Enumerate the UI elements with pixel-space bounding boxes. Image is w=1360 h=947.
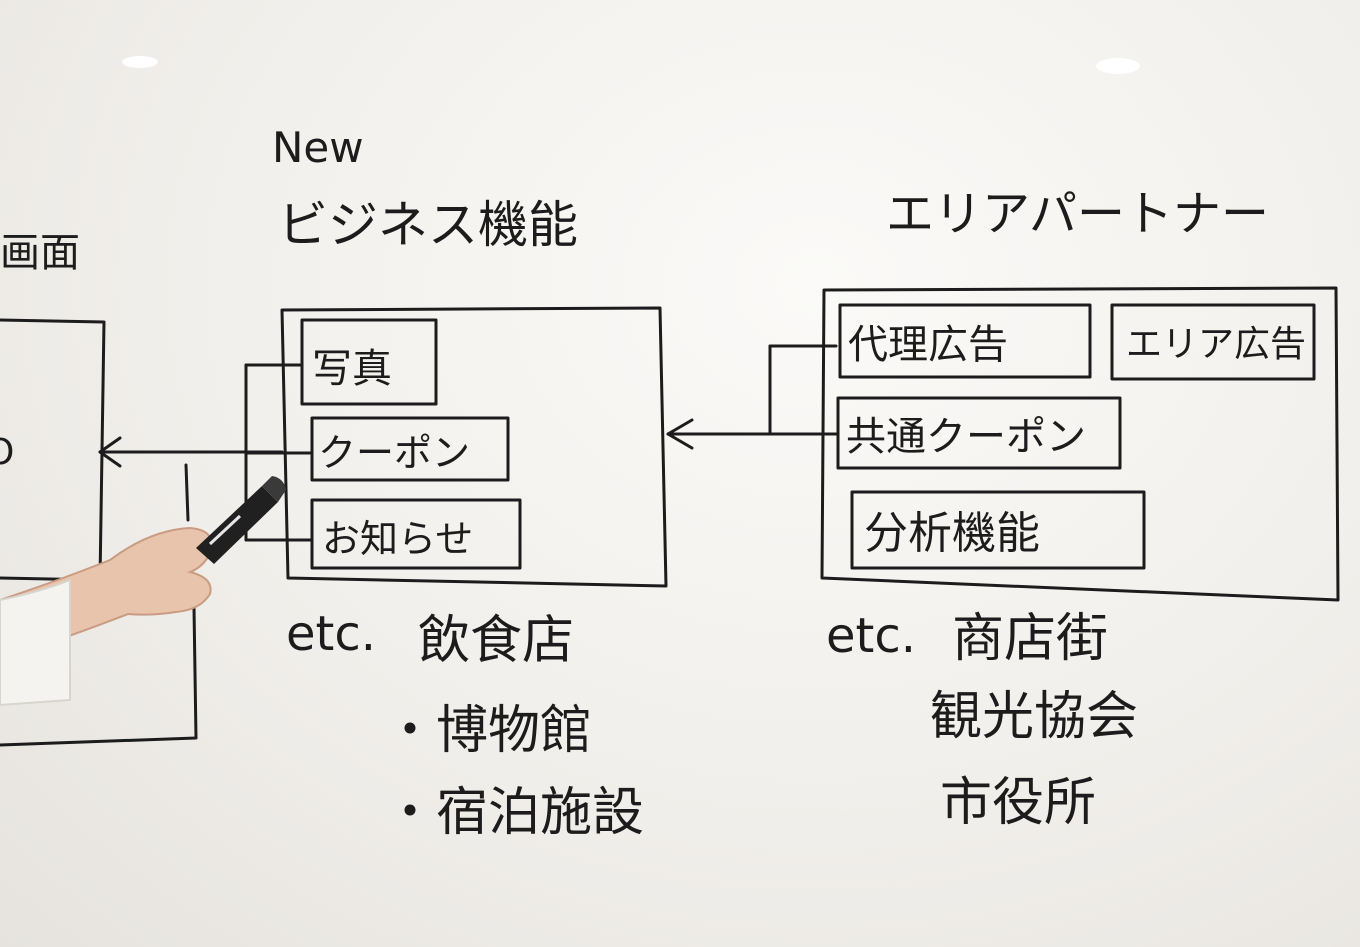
partner-heading: エリアパートナー xyxy=(886,186,1269,242)
partner-item-proxy-ad: 代理広告 xyxy=(848,322,1008,368)
hand-icon xyxy=(0,526,214,707)
business-item-notice: お知らせ xyxy=(322,517,473,561)
item-box-analytics xyxy=(850,490,1146,570)
business-item-coupon: クーポン xyxy=(318,431,470,475)
new-label: New xyxy=(272,123,364,172)
business-example-restaurant: 飲食店 xyxy=(418,611,574,671)
partner-examples-prefix: etc. xyxy=(826,608,916,664)
light-reflection xyxy=(122,56,158,68)
left-bullet: O xyxy=(0,432,14,473)
partner-example-tourism-association: 観光協会 xyxy=(930,687,1138,747)
item-box-common-coupon xyxy=(836,396,1122,470)
left-partial-box xyxy=(0,318,106,582)
marker-pen-icon xyxy=(196,476,286,564)
partner-item-common-coupon: 共通クーポン xyxy=(846,414,1086,460)
item-box-notice xyxy=(310,498,522,570)
business-heading: ビジネス機能 xyxy=(278,196,578,254)
item-box-photo xyxy=(300,318,438,406)
business-box xyxy=(280,306,668,588)
arrow-to-business-head xyxy=(666,418,694,450)
left-tick-line xyxy=(184,463,190,522)
partner-box xyxy=(820,286,1340,602)
light-reflection xyxy=(1096,58,1140,74)
left-bottom-line xyxy=(0,606,198,747)
item-box-proxy-ad xyxy=(838,303,1092,379)
item-box-coupon xyxy=(310,416,510,482)
business-examples-prefix: etc. xyxy=(286,606,376,662)
item-box-area-ad xyxy=(1110,303,1316,381)
business-example-museum: ・博物館 xyxy=(384,701,592,761)
arrow-to-left-head xyxy=(98,436,122,468)
partner-item-analytics: 分析機能 xyxy=(864,508,1040,559)
business-example-lodging: ・宿泊施設 xyxy=(384,783,644,843)
partner-item-area-ad: エリア広告 xyxy=(1126,324,1306,365)
partner-example-city-hall: 市役所 xyxy=(940,773,1096,833)
partner-example-shopping-street: 商店街 xyxy=(952,609,1108,669)
business-item-photo: 写真 xyxy=(312,346,392,392)
left-heading: 画面 xyxy=(0,230,80,276)
